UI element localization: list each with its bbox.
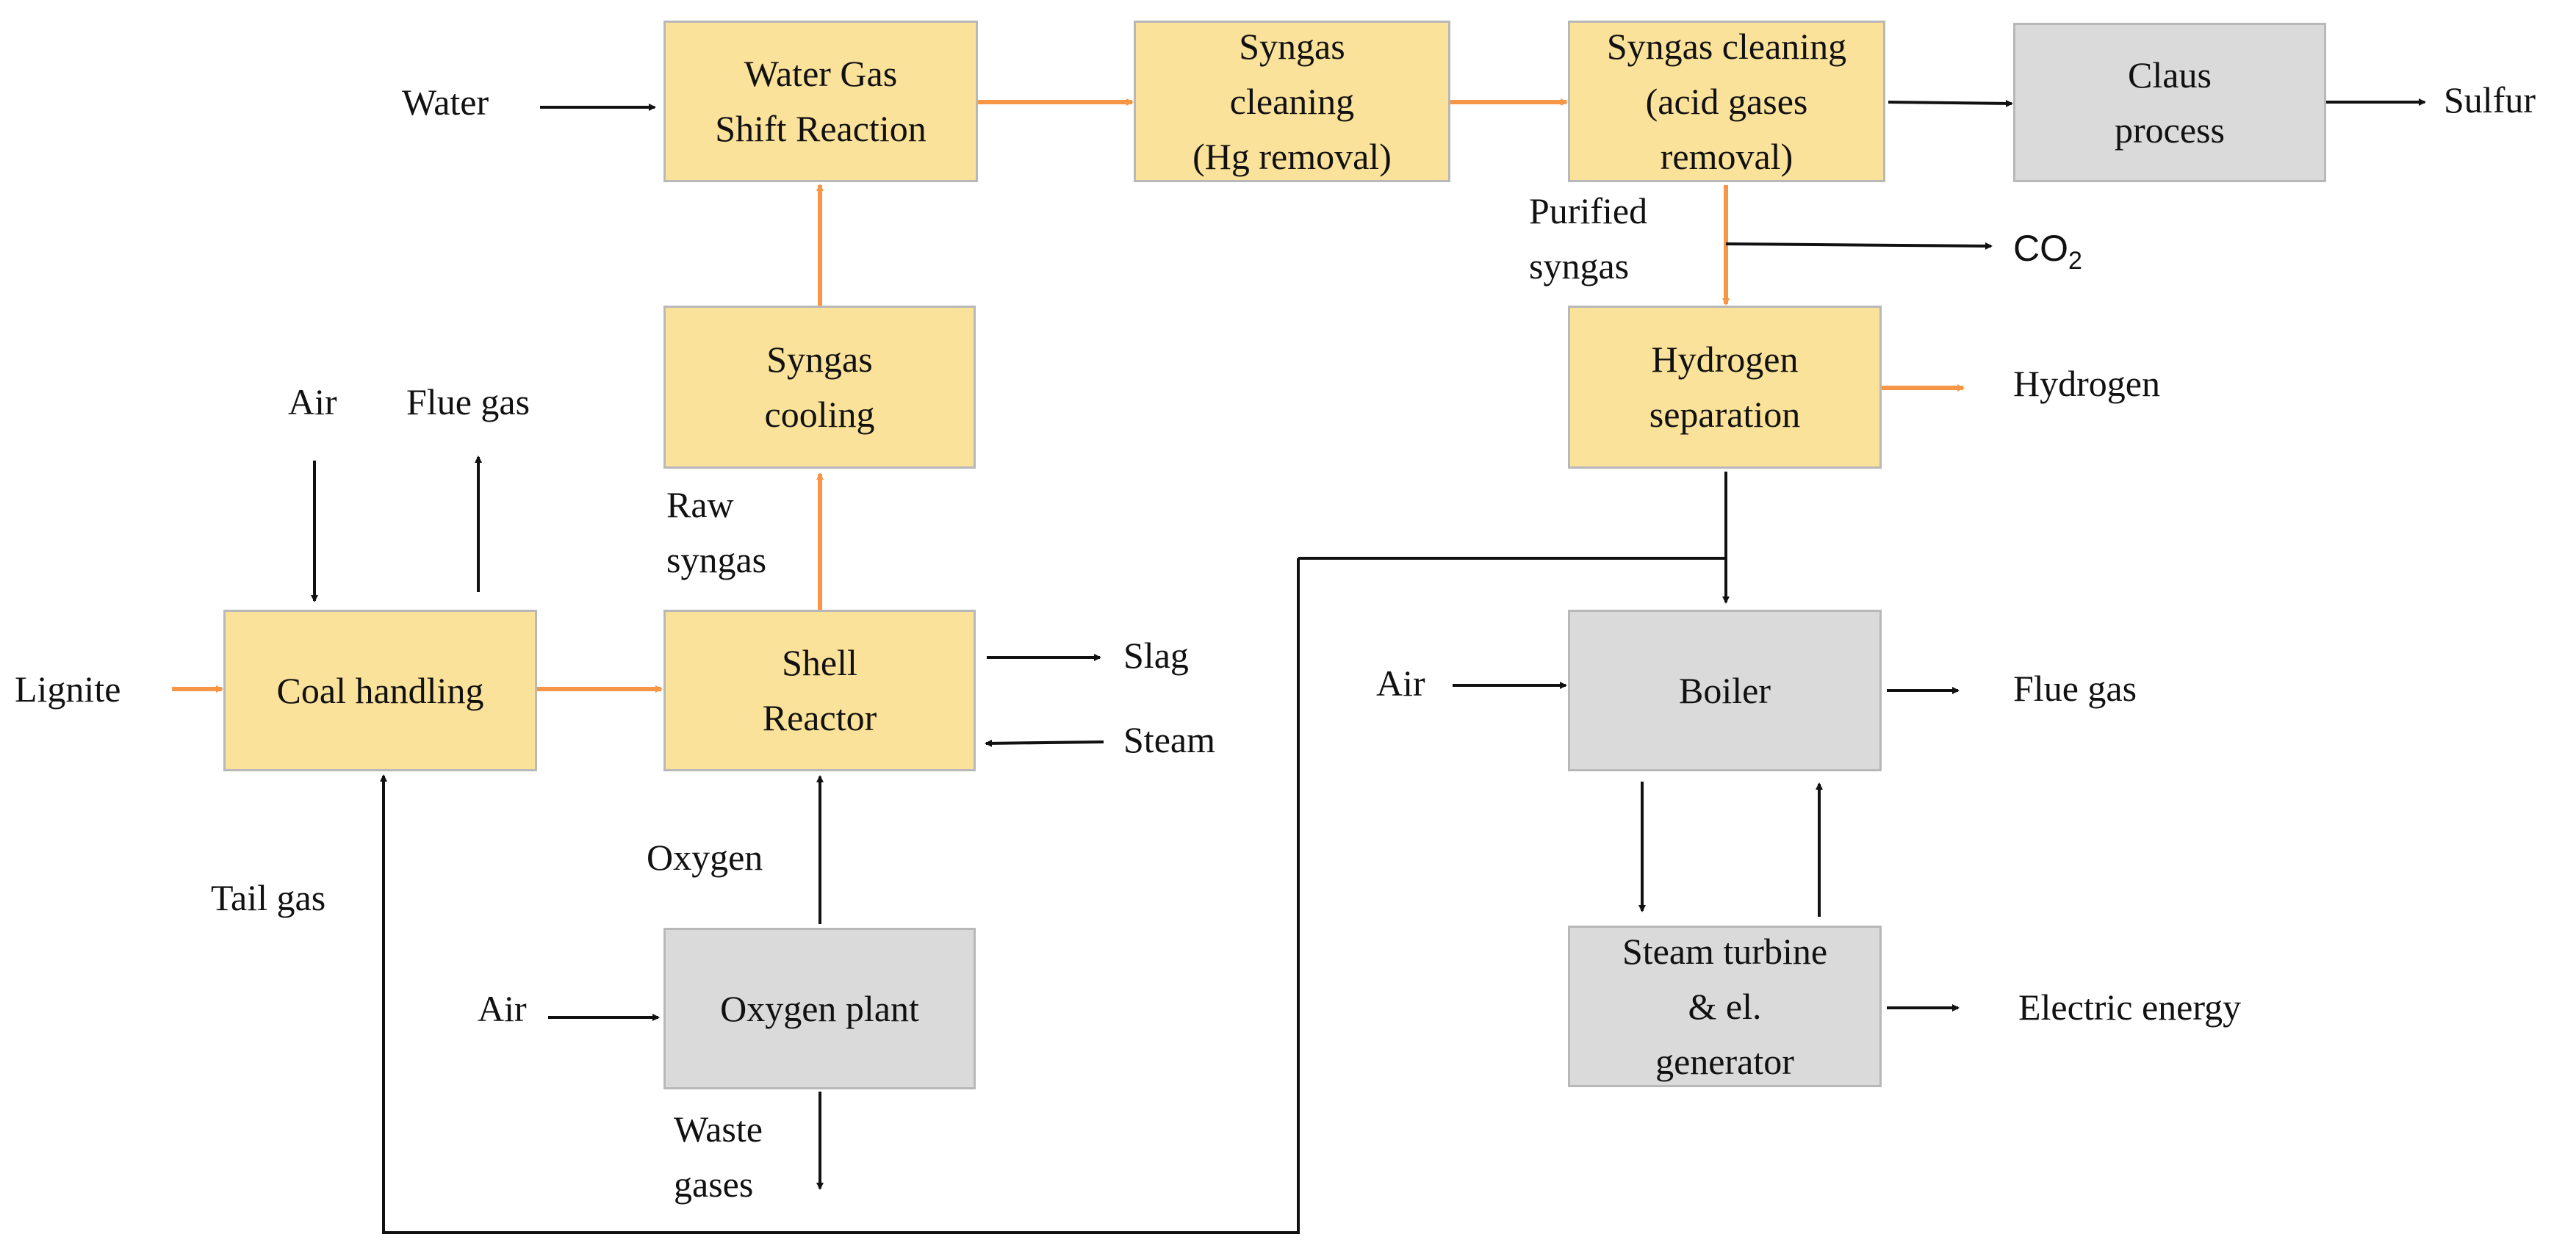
syngas-cooling-box: Syngas cooling: [663, 306, 976, 469]
label-purified-syngas: Purified syngas: [1529, 190, 1648, 286]
label-electric-energy: Electric energy: [2018, 987, 2242, 1028]
tail-gas-recycle-line: [380, 558, 1300, 1234]
arrow-steam-in: [985, 739, 1104, 747]
label-hydrogen: Hydrogen: [2013, 363, 2160, 404]
syngas-acid-cleaning-box: Syngas cleaning (acid gases removal): [1568, 21, 1885, 182]
label-flue-gas-boiler: Flue gas: [2013, 668, 2137, 709]
shell-reactor-box: Shell Reactor: [663, 610, 976, 771]
coal-handling-box: Coal handling: [223, 610, 537, 771]
label-oxygen: Oxygen: [647, 837, 763, 878]
claus-process-box: Claus process: [2013, 23, 2326, 182]
label-slag: Slag: [1123, 635, 1189, 676]
arrow-co2-out: [1725, 242, 1993, 250]
label-lignite: Lignite: [15, 668, 121, 710]
label-sulfur: Sulfur: [2444, 79, 2536, 120]
label-water: Water: [402, 82, 489, 123]
syngas-hg-cleaning-box: Syngas cleaning (Hg removal): [1134, 21, 1450, 182]
label-air-coal: Air: [288, 381, 337, 422]
water-gas-shift-box: Water Gas Shift Reaction: [663, 21, 978, 182]
boiler-box: Boiler: [1568, 610, 1882, 771]
label-co2: CO2: [2013, 221, 2082, 280]
label-air-boiler: Air: [1376, 663, 1425, 704]
label-steam: Steam: [1123, 719, 1215, 760]
label-waste-gases: Waste gases: [674, 1108, 763, 1205]
hydrogen-separation-box: Hydrogen separation: [1568, 306, 1882, 469]
label-raw-syngas: Raw syngas: [666, 484, 767, 580]
arrow-acid-to-claus: [1888, 99, 2013, 107]
oxygen-plant-box: Oxygen plant: [663, 928, 976, 1089]
label-air-oxygen: Air: [478, 988, 527, 1029]
co2-subscript: 2: [2068, 247, 2082, 275]
steam-turbine-generator-box: Steam turbine & el. generator: [1568, 926, 1882, 1087]
label-tail-gas: Tail gas: [211, 877, 326, 918]
co2-text: CO: [2013, 228, 2068, 269]
label-flue-gas-coal: Flue gas: [406, 381, 530, 422]
